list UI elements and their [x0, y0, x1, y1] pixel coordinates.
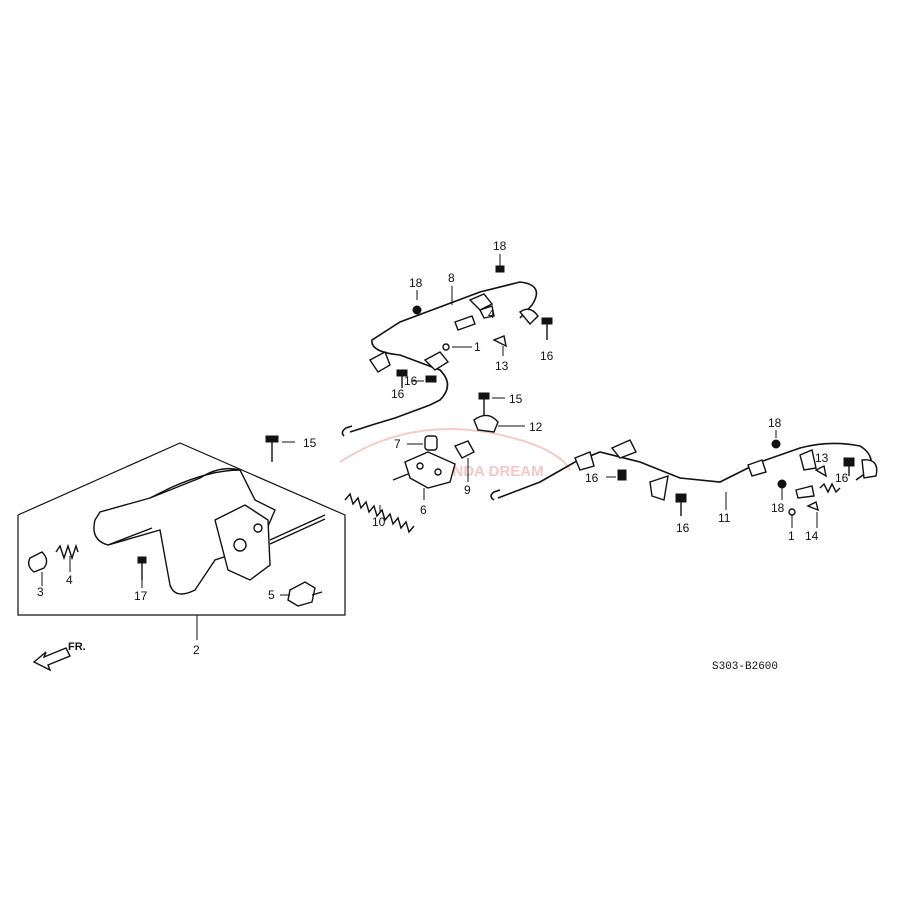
callout-14: 14 [805, 529, 819, 543]
callout-11: 11 [718, 511, 731, 525]
part-17-screw [137, 556, 147, 580]
leader-lines [41, 290, 818, 588]
part-8-cable-upper [341, 281, 539, 437]
upper-cluster-parts [396, 254, 553, 388]
callout-9: 9 [464, 483, 471, 497]
callout-10: 10 [372, 515, 386, 529]
callout-5: 5 [268, 588, 275, 602]
part-6-equalizer [404, 451, 456, 500]
part-15-bolt-upper [478, 392, 505, 415]
part-4-spring [55, 543, 79, 572]
callout-12: 12 [529, 420, 543, 434]
callout-4: 4 [488, 307, 495, 321]
watermark: HONDA DREAM [339, 428, 571, 480]
callout-1: 1 [788, 529, 795, 543]
front-arrow-icon [32, 647, 71, 672]
callout-16: 16 [676, 521, 690, 535]
callout-17: 17 [134, 589, 148, 603]
callout-13: 13 [495, 359, 509, 373]
diagram-code: S303-B2600 [712, 661, 778, 673]
callouts: 1 1 2 3 4 4 5 6 7 8 9 10 11 12 13 13 14 … [37, 239, 849, 657]
callout-15: 15 [509, 392, 523, 406]
callout-13: 13 [815, 451, 829, 465]
callout-16: 16 [404, 374, 418, 388]
front-direction-indicator: FR. [32, 641, 86, 672]
direction-label: FR. [68, 641, 86, 653]
callout-18: 18 [493, 239, 507, 253]
part-7-collar [407, 435, 438, 451]
part-12-clamp [473, 414, 525, 433]
part-9-nut [453, 440, 475, 482]
part-3-knob [27, 551, 48, 573]
lever-assembly-box [17, 442, 346, 640]
callout-16: 16 [835, 471, 849, 485]
callout-7: 7 [394, 437, 401, 451]
callout-8: 8 [448, 271, 455, 285]
callout-18: 18 [768, 416, 782, 430]
brake-lever-assembly [93, 467, 326, 595]
callout-6: 6 [420, 503, 427, 517]
callout-15: 15 [303, 436, 317, 450]
part-11-cable-lower [490, 439, 878, 510]
callout-16: 16 [540, 349, 554, 363]
part-10-spring [344, 473, 415, 534]
callout-16: 16 [585, 471, 599, 485]
callout-3: 3 [37, 585, 44, 599]
part-5-switch [280, 581, 323, 607]
callout-4: 4 [66, 573, 73, 587]
part-15-bolt-lever [265, 435, 295, 462]
callout-2: 2 [193, 643, 200, 657]
callout-1: 1 [474, 340, 481, 354]
callout-18: 18 [409, 276, 423, 290]
callout-18: 18 [771, 501, 785, 515]
watermark-text: HONDA DREAM [430, 463, 544, 480]
callout-16: 16 [391, 387, 405, 401]
